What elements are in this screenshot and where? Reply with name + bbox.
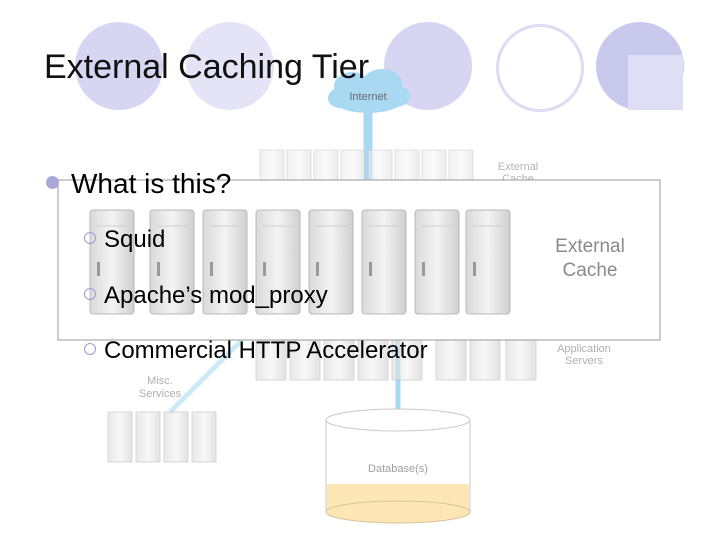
decor-circle-4 <box>496 24 584 112</box>
misc-services-label-1: Misc. <box>147 375 173 387</box>
sub-bullet-item: Commercial HTTP Accelerator <box>84 337 428 365</box>
database-label: Database(s) <box>368 463 428 475</box>
sub-bullet-item: Squid <box>84 226 165 254</box>
internet-cloud-icon <box>328 69 410 113</box>
cache-servers <box>89 209 511 315</box>
link-app-misc <box>168 328 254 414</box>
slide-title: External Caching Tier <box>44 48 370 86</box>
internet-label: Internet <box>349 91 386 103</box>
bullet-dot-icon <box>46 176 59 189</box>
application-servers <box>255 339 537 381</box>
external-cache-label-1: External <box>555 236 625 257</box>
application-servers-label-2: Servers <box>565 355 603 367</box>
misc-services-label-2: Services <box>139 388 182 400</box>
bullet-item: What is this? <box>46 168 231 200</box>
ring-bullet-icon <box>84 343 96 355</box>
decor-circle-2 <box>186 22 274 110</box>
ring-bullet-icon <box>84 288 96 300</box>
external-cache-label-2: Cache <box>563 260 618 281</box>
sub-bullet-text: Commercial HTTP Accelerator <box>104 337 428 364</box>
sub-bullet-text: Apache’s mod_proxy <box>104 282 328 309</box>
ring-bullet-icon <box>84 232 96 244</box>
decor-square <box>628 55 683 110</box>
decor-circle-1 <box>75 22 163 110</box>
sub-bullet-item: Apache’s mod_proxy <box>84 282 328 310</box>
database-cylinder-icon <box>325 408 471 524</box>
external-cache-label-faded: External <box>498 161 538 173</box>
sub-bullet-text: Squid <box>104 226 166 253</box>
bullet-text: What is this? <box>71 168 232 199</box>
misc-services-servers <box>107 411 217 463</box>
application-servers-label-1: Application <box>557 343 611 355</box>
